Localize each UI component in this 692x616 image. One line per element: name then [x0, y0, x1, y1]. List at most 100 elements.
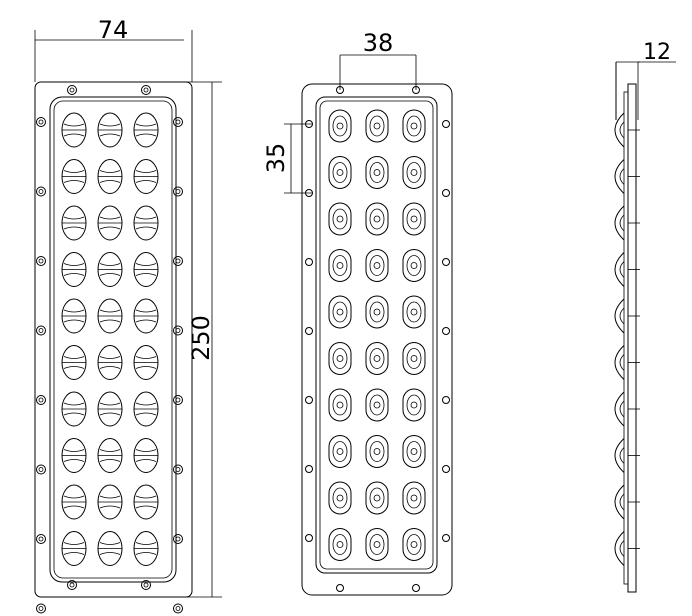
side-lens-inner: [619, 493, 625, 511]
back-hole: [442, 189, 450, 197]
back-lens-ring: [332, 162, 348, 183]
back-hole: [305, 465, 313, 473]
back-lens: [328, 202, 352, 236]
front-lens-arc: [135, 356, 157, 359]
back-lens: [328, 156, 352, 189]
front-hole: [173, 534, 183, 544]
back-lens-center: [336, 262, 344, 269]
back-lens-ring: [332, 208, 348, 230]
front-hole-inner: [175, 119, 181, 125]
front-lens-arc: [135, 412, 157, 416]
back-lens: [365, 528, 389, 561]
front-hole: [67, 85, 77, 95]
back-hole: [336, 584, 344, 592]
front-lens-arc: [99, 412, 121, 416]
front-hole-inner: [143, 87, 149, 93]
front-hole: [36, 117, 46, 127]
front-lens-arc: [99, 226, 121, 230]
front-hole: [173, 603, 183, 614]
back-lens-center: [336, 122, 344, 130]
back-view: [301, 83, 453, 596]
front-lens-arc: [99, 180, 121, 183]
back-lens-ring: [332, 255, 348, 276]
front-lens-arc: [63, 552, 85, 555]
front-lens-arc: [135, 226, 157, 230]
front-hole-inner: [69, 582, 75, 588]
front-hole-inner: [38, 258, 44, 264]
back-lens-center: [410, 308, 418, 316]
back-lens: [365, 202, 389, 236]
front-lens-arc: [63, 216, 85, 220]
front-mounting-holes: [36, 85, 183, 614]
back-lens-ring: [332, 441, 348, 462]
dimension-hole-spacing-v-label: 35: [262, 143, 290, 174]
back-lens-ring: [406, 115, 422, 137]
front-lens-arc: [63, 505, 85, 509]
back-lens-center: [410, 355, 418, 362]
front-lens-arc: [63, 319, 85, 323]
back-lens-ring: [406, 301, 422, 323]
front-lens-arc: [63, 495, 85, 499]
front-lens-arc: [135, 170, 157, 173]
back-lens-center: [336, 308, 344, 316]
back-lens-ring: [332, 348, 348, 369]
front-hole: [173, 325, 183, 336]
back-hole: [442, 120, 450, 128]
back-lens: [365, 388, 389, 422]
front-inner-frame-2: [53, 100, 173, 579]
front-hole-inner: [38, 189, 44, 194]
back-lens-center: [373, 355, 381, 362]
front-hole: [141, 580, 151, 590]
back-lens: [402, 388, 426, 422]
side-lens-bump: [614, 345, 625, 380]
front-hole-inner: [143, 582, 149, 588]
side-lens-inner: [619, 261, 625, 278]
back-lens: [328, 109, 352, 143]
front-hole-inner: [69, 87, 75, 93]
back-lens-center: [373, 215, 381, 223]
front-hole-inner: [38, 606, 44, 611]
back-lens-center: [410, 401, 418, 409]
back-lens-center: [336, 541, 344, 548]
front-inner-frame: [49, 96, 177, 583]
dimension-width: 74: [34, 16, 193, 82]
front-lens-arc: [99, 402, 121, 406]
back-lens-ring: [406, 255, 422, 276]
front-hole-inner: [175, 397, 181, 403]
back-lens-center: [336, 494, 344, 502]
side-lens-bump: [614, 438, 625, 473]
front-lens-arc: [135, 180, 157, 183]
front-hole: [36, 534, 46, 544]
front-lens-arc: [99, 170, 121, 173]
front-hole-inner: [175, 189, 181, 194]
back-lens-ring: [369, 301, 385, 323]
front-lens-arc: [135, 459, 157, 462]
front-lens-arc: [63, 542, 85, 545]
back-lens-center: [336, 401, 344, 409]
side-lens-inner: [619, 214, 625, 232]
back-lens: [365, 481, 389, 515]
side-lens-inner: [619, 447, 625, 464]
front-lens-arc: [63, 459, 85, 462]
side-lens-inner: [619, 400, 625, 418]
front-lens-arc: [63, 366, 85, 369]
back-lens: [402, 202, 426, 236]
front-hole: [36, 325, 46, 336]
back-inner-frame-2: [319, 100, 434, 570]
back-lens-center: [373, 169, 381, 176]
dimension-hole-spacing-v: 35: [262, 123, 312, 194]
side-lens-profile: [614, 112, 640, 566]
back-lens-ring: [332, 301, 348, 323]
front-lens-arc: [135, 133, 157, 137]
front-hole-inner: [175, 328, 181, 333]
front-view: [34, 81, 193, 614]
front-lens-arc: [99, 505, 121, 509]
back-lens: [402, 295, 426, 329]
front-lens-arc: [135, 273, 157, 276]
dimension-hole-spacing-h-label: 38: [363, 29, 394, 57]
side-lens-bump: [614, 391, 625, 427]
side-plate: [627, 83, 637, 593]
back-lens-ring: [332, 394, 348, 416]
front-lens-arc: [99, 366, 121, 369]
